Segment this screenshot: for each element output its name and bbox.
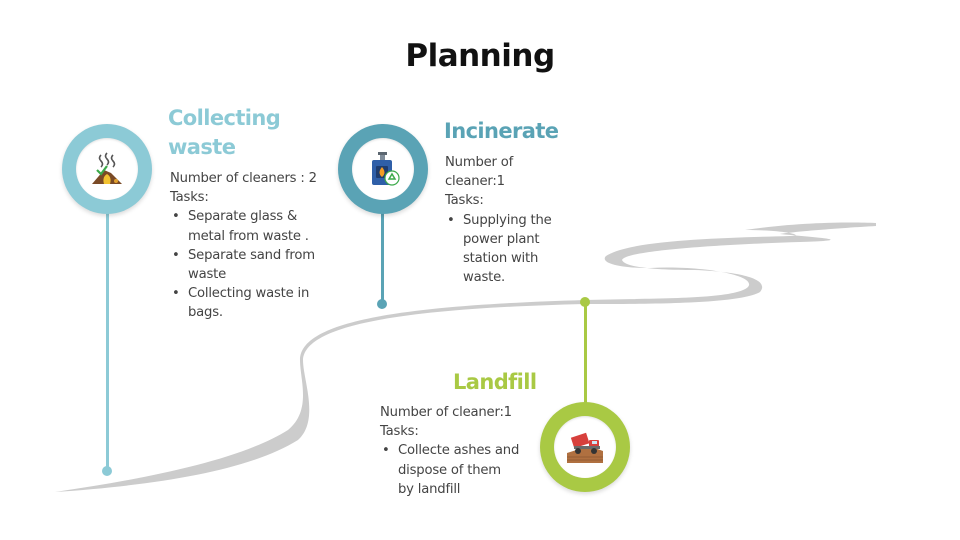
stage-icon-holder [554,416,616,478]
stage-description: Number of cleaner:1 Tasks: Collecte ashe… [380,403,520,499]
task-list: Collecte ashes and dispose of them by la… [380,441,520,499]
task-item: Collecting waste in bags. [170,284,330,322]
tasks-label: Tasks: [380,424,419,440]
connector-line [584,302,587,404]
task-list: Separate glass & metal from waste . Sepa… [170,207,330,322]
stage-icon-holder [76,138,138,200]
tasks-label: Tasks: [445,193,484,209]
cleaner-count: Number of cleaner:1 [445,155,514,190]
compost-pile-icon [92,152,122,184]
dump-truck-icon [567,432,603,463]
task-list: Supplying the power plant station with w… [445,211,575,288]
page-title: Planning [405,38,555,74]
task-item: Supplying the power plant station with w… [445,211,575,288]
incinerator-icon [372,152,400,186]
stage-heading: Incinerate [444,119,559,143]
stage-icon-ring [338,124,428,214]
task-item: Separate sand from waste [170,246,330,284]
cleaner-count: Number of cleaners : 2 [170,171,317,186]
connector-line [381,212,384,302]
stage-description: Number of cleaners : 2 Tasks: Separate g… [170,169,330,323]
task-item: Collecte ashes and dispose of them by la… [380,441,520,499]
task-item: Separate glass & metal from waste . [170,207,330,245]
stage-icon-ring [62,124,152,214]
stage-icon-holder [352,138,414,200]
cleaner-count: Number of cleaner:1 [380,405,512,420]
connector-dot [377,299,387,309]
stage-heading: Landfill [453,370,537,394]
stage-description: Number of cleaner:1 Tasks: Supplying the… [445,153,575,287]
connector-dot [102,466,112,476]
connector-line [106,212,109,470]
stage-icon-ring [540,402,630,492]
tasks-label: Tasks: [170,190,209,206]
stage-heading: Collecting waste [168,106,281,159]
